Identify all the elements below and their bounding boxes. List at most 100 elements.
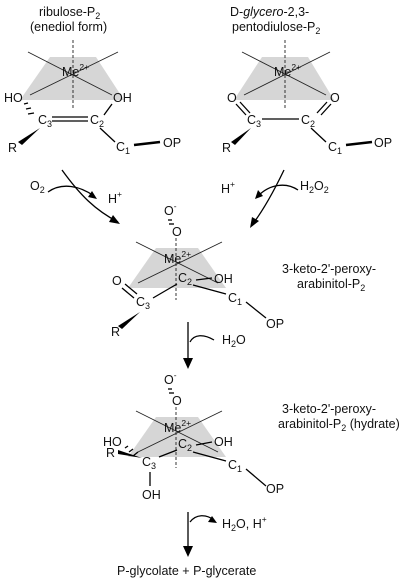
bond <box>133 140 161 147</box>
metal-coordination-cone <box>20 57 124 100</box>
double-bond <box>121 287 135 299</box>
hydration-arrow: H2O <box>183 322 246 369</box>
phosphate-group: OP <box>266 317 284 331</box>
carbon-1: C1 <box>228 458 242 474</box>
r-group: R <box>8 141 17 155</box>
carbon-2: C2 <box>301 113 315 129</box>
carbon-3: C3 <box>142 455 156 471</box>
ligand-line <box>135 410 219 453</box>
pentodiulose-name-line2: pentodiulose-P2 <box>232 20 320 36</box>
ligand-line <box>137 241 223 284</box>
metal-coordination-cone <box>128 417 226 457</box>
carbonyl-oxygen-left: O <box>227 91 237 105</box>
carbon-3: C3 <box>38 113 52 129</box>
peroxy-intermediate-name-line1: 3-keto-2'-peroxy- <box>282 262 376 276</box>
pentodiulose-p2-structure: D-glycero-2,3- pentodiulose-P2 Me2+ O O … <box>222 5 392 156</box>
peroxy-intermediate-name-line2: arabinitol-P2 <box>297 277 365 293</box>
metal-coordination-cone <box>128 248 226 288</box>
phosphate-group: OP <box>374 136 392 150</box>
r-group: R <box>222 141 231 155</box>
ribulose-name-line2: (enediol form) <box>30 20 107 34</box>
arrowhead <box>109 215 120 224</box>
ligand-line <box>135 241 219 284</box>
peroxy-oxygen: O <box>172 394 182 408</box>
bond <box>192 284 227 295</box>
ligand-line <box>243 51 331 96</box>
ligand-line <box>27 51 113 96</box>
bond <box>345 140 373 147</box>
arrowhead <box>183 546 193 557</box>
arrow-path <box>189 335 215 343</box>
bond <box>195 277 213 281</box>
bond <box>245 468 267 487</box>
bond <box>99 127 116 143</box>
cleavage-products: H2O, H+ <box>222 514 267 533</box>
metal-ion: Me2+ <box>164 418 191 435</box>
hydrate-intermediate-name-line1: 3-keto-2'-peroxy- <box>282 402 376 416</box>
bond <box>310 127 327 143</box>
hydroxyl-left: HO <box>103 435 122 449</box>
carbon-3: C3 <box>247 113 261 129</box>
peroxy-oxygen: O <box>172 225 182 239</box>
bond <box>195 441 213 446</box>
phosphate-group: OP <box>266 482 284 496</box>
hashed-bond <box>23 102 35 115</box>
final-products: P-glycolate + P-glycerate <box>117 564 256 578</box>
arrowhead <box>208 516 217 523</box>
metal-coordination-cone <box>234 57 334 100</box>
carbonyl-oxygen-right: O <box>330 91 340 105</box>
arrowhead <box>88 191 97 199</box>
arrowhead <box>255 190 263 199</box>
metal-ion: Me2+ <box>274 62 301 79</box>
hydroxyl: OH <box>214 272 233 286</box>
peroxy-oxygen-anion: O- <box>164 201 177 218</box>
wedge-bond <box>118 312 140 329</box>
double-bond <box>316 101 328 114</box>
arrowhead <box>250 217 259 228</box>
wedge-bond <box>18 128 40 145</box>
arrow-path <box>47 185 95 197</box>
proton-product: H+ <box>221 179 235 196</box>
carbon-2: C2 <box>90 113 104 129</box>
bond <box>192 451 227 462</box>
carbonyl-oxygen: O <box>112 274 122 288</box>
oxygen-reagent: O2 <box>30 179 45 195</box>
carbon-3: C3 <box>136 295 150 311</box>
wedge-bond <box>118 450 142 458</box>
hydrate-intermediate-structure: O- O Me2+ HO OH C2 C3 R OH C1 OP 3-keto-… <box>103 370 400 502</box>
double-bond <box>239 101 251 114</box>
metal-ion: Me2+ <box>164 249 191 266</box>
peroxy-oxygen-anion: O- <box>164 370 177 387</box>
cleavage-arrow: H2O, H+ <box>183 512 267 557</box>
bond <box>245 301 267 319</box>
ligand-line <box>241 51 327 96</box>
wedge-bond <box>231 128 251 145</box>
ribulose-p2-enediol-structure: ribulose-P2 (enediol form) Me2+ HO OH C3… <box>4 5 181 156</box>
carbon-1: C1 <box>228 291 242 307</box>
arrow-path <box>257 184 299 197</box>
hashed-bond <box>168 219 174 225</box>
ligand-line <box>29 51 119 96</box>
hydrogen-peroxide-reagent: H2O2 <box>300 179 329 195</box>
arrowhead <box>183 358 193 369</box>
phosphate-group: OP <box>163 136 181 150</box>
r-group: R <box>111 325 120 339</box>
oxygenation-arrow: O2 H+ <box>30 169 122 224</box>
metal-ion: Me2+ <box>62 62 89 79</box>
hydrate-intermediate-name-line2: arabinitol-P2 (hydrate) <box>278 417 400 433</box>
bond <box>158 449 178 458</box>
bond <box>152 283 178 299</box>
carbon-1: C1 <box>116 140 130 156</box>
carbon-1: C1 <box>328 140 342 156</box>
r-group: R <box>106 446 115 460</box>
carbon-2: C2 <box>178 271 192 287</box>
double-bond <box>124 283 138 295</box>
hashed-bond <box>168 388 174 394</box>
ribulose-name-line1: ribulose-P2 <box>39 5 100 21</box>
hydroxyl-left: HO <box>4 91 23 105</box>
carbon-2: C2 <box>178 437 192 453</box>
peroxy-intermediate-structure: O- O Me2+ O OH C2 C3 R C1 OP 3-keto-2'-p… <box>111 201 376 339</box>
double-bond <box>235 103 247 116</box>
hydroxyl-right: OH <box>113 91 132 105</box>
